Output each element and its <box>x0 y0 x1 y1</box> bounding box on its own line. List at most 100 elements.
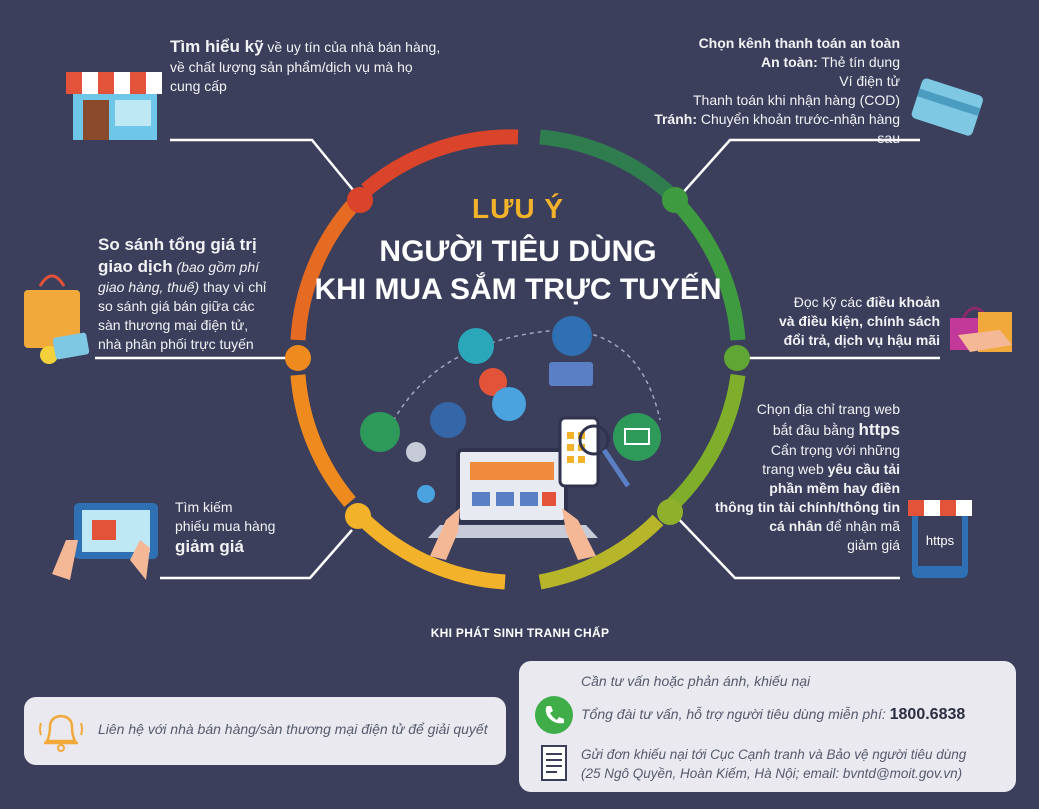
node-https <box>657 499 683 525</box>
tip-compare-line5: sàn thương mại điện tử, <box>98 317 249 333</box>
dispute-heading: KHI PHÁT SINH TRANH CHẤP <box>430 626 610 640</box>
tip-coupon: Tìm kiếm phiếu mua hàng giảm giá <box>175 498 315 558</box>
ring-nodes <box>285 187 750 529</box>
credit-card-icon <box>911 78 983 136</box>
tip-https-line4-pre: trang web <box>762 461 824 477</box>
ring-segment-olive <box>666 373 746 511</box>
contact-seller-panel: Liên hệ với nhà bán hàng/sàn thương mại … <box>24 697 506 765</box>
left-hand <box>430 508 460 560</box>
gauge-icon <box>552 316 592 356</box>
tip-https-line6: thông tin tài chính/thông tin <box>714 499 900 515</box>
tip-research-line1: về uy tín của nhà bán hàng, <box>267 39 441 55</box>
tip-research-line2: về chất lượng sản phẩm/dịch vụ mà họ <box>170 59 413 75</box>
node-research <box>347 187 373 213</box>
shield-icon <box>417 485 435 503</box>
tip-coupon-line2: phiếu mua hàng <box>175 518 276 534</box>
ring-segment-green-right <box>676 203 746 341</box>
ring-segment-red <box>361 129 519 196</box>
consumer-support-panel: Cần tư vấn hoặc phản ánh, khiếu nại Tổng… <box>519 661 1016 792</box>
crowd-icon <box>406 442 426 462</box>
complaint-line1: Gửi đơn khiếu nại tới Cục Cạnh tranh và … <box>581 747 967 762</box>
phone-device <box>558 416 600 488</box>
title-note: LƯU Ý <box>471 193 564 224</box>
tip-terms-line1-pre: Đọc kỹ các <box>793 294 863 310</box>
ring-segment-yellow-green <box>538 514 664 590</box>
node-coupon <box>345 503 371 529</box>
tip-coupon-line3: giảm giá <box>175 537 244 556</box>
tip-compare-line3-rest: thay vì chỉ <box>203 279 267 295</box>
tip-terms-line1-bold: điều khoản <box>866 294 940 310</box>
tip-payment-safe3: Thanh toán khi nhận hàng (COD) <box>692 92 900 108</box>
ring-segment-green-top <box>539 129 673 198</box>
phone-icon <box>535 696 573 734</box>
right-hand <box>562 508 596 560</box>
tip-coupon-line1: Tìm kiếm <box>175 499 233 515</box>
tip-payment-avoid-label: Tránh: <box>654 111 697 127</box>
tip-compare: So sánh tổng giá trị giao dịch (bao gồm … <box>98 234 298 354</box>
ring-segment-orange-low <box>290 374 356 507</box>
tip-https: Chọn địa chỉ trang web bắt đầu bằng http… <box>700 400 900 555</box>
tip-https-line1: Chọn địa chỉ trang web <box>756 401 900 417</box>
ring <box>290 129 746 590</box>
shopping-bag-icon <box>24 274 90 364</box>
tip-payment-avoid: Chuyển khoản trước-nhận hàng sau <box>700 111 900 146</box>
truck-icon <box>549 362 593 386</box>
bell-icon <box>39 714 83 752</box>
tip-https-line2-bold: https <box>858 420 900 439</box>
tip-research-bold: Tìm hiểu kỹ <box>170 37 264 56</box>
tip-compare-line6: nhà phân phối trực tuyến <box>98 336 254 352</box>
node-compare <box>285 345 311 371</box>
tip-terms: Đọc kỹ các điều khoản và điều kiện, chín… <box>745 293 940 350</box>
node-terms <box>724 345 750 371</box>
tip-payment-heading: Chọn kênh thanh toán an toàn <box>698 35 900 51</box>
tip-payment-safe-label: An toàn: <box>760 54 818 70</box>
tip-https-line7-bold: cá nhân <box>769 518 823 534</box>
tip-terms-line3: đổi trả, dịch vụ hậu mãi <box>783 332 940 348</box>
tablet-coupon-icon <box>52 503 158 580</box>
users-icon <box>458 328 494 364</box>
title-online-shopping: KHI MUA SẮM TRỰC TUYẾN <box>314 273 722 306</box>
tip-payment: Chọn kênh thanh toán an toàn An toàn: Th… <box>640 34 900 148</box>
tip-https-line4-bold: yêu cầu tải <box>827 461 900 477</box>
document-icon <box>541 745 567 781</box>
hotline-number[interactable]: 1800.6838 <box>889 706 966 723</box>
map-icon <box>360 412 400 452</box>
tip-https-line3: Cẩn trọng với những <box>770 442 900 458</box>
contact-seller-text: Liên hệ với nhà bán hàng/sàn thương mại … <box>98 721 488 737</box>
tip-https-line5: phần mềm hay điền <box>769 480 900 496</box>
https-phone-label: https <box>925 533 955 548</box>
tip-compare-line2-italic: (bao gồm phí <box>176 259 260 275</box>
connector-lines <box>95 138 940 580</box>
tip-terms-line2: và điều kiện, chính sách <box>778 313 940 329</box>
complaint-line2[interactable]: (25 Ngô Quyền, Hoàn Kiếm, Hà Nội; email:… <box>581 766 963 781</box>
tip-compare-line2-bold: giao dịch <box>98 257 173 276</box>
tip-compare-line3-italic: giao hàng, thuế) <box>98 279 200 295</box>
gift-bag-icon <box>950 306 1012 352</box>
tip-research-line3: cung cấp <box>170 78 227 94</box>
cart-icon <box>492 387 526 421</box>
hotline-text: Tổng đài tư vấn, hỗ trợ người tiêu dùng … <box>581 706 886 722</box>
https-phone-icon <box>908 500 972 578</box>
monitor-icon <box>613 413 661 461</box>
advice-text: Cần tư vấn hoặc phản ánh, khiếu nại <box>581 673 811 689</box>
node-payment <box>662 187 688 213</box>
laptop-screen <box>456 448 568 524</box>
complaint-text: Gửi đơn khiếu nại tới Cục Cạnh tranh và … <box>581 745 1011 783</box>
tip-https-line2-pre: bắt đầu bằng <box>772 422 855 438</box>
ring-segment-orange-high <box>290 201 358 341</box>
ring-segment-yellow <box>356 512 506 590</box>
tip-research: Tìm hiểu kỹ về uy tín của nhà bán hàng, … <box>170 36 460 96</box>
hotline-row: Tổng đài tư vấn, hỗ trợ người tiêu dùng … <box>581 706 1011 724</box>
card-pay-icon <box>430 402 466 438</box>
tip-payment-safe2: Ví điện tử <box>839 73 900 89</box>
tip-https-line8: giảm giá <box>847 537 900 553</box>
storefront-icon <box>66 72 162 140</box>
tip-compare-line1: So sánh tổng giá trị <box>98 235 257 254</box>
tip-https-line7-rest: để nhận mã <box>826 518 900 534</box>
tip-compare-line4: so sánh giá bán giữa các <box>98 298 255 314</box>
title-consumer: NGƯỜI TIÊU DÙNG <box>379 235 657 268</box>
laptop-base <box>428 525 598 538</box>
lock-icon <box>479 368 507 396</box>
tip-payment-safe1: Thẻ tín dụng <box>821 54 900 70</box>
